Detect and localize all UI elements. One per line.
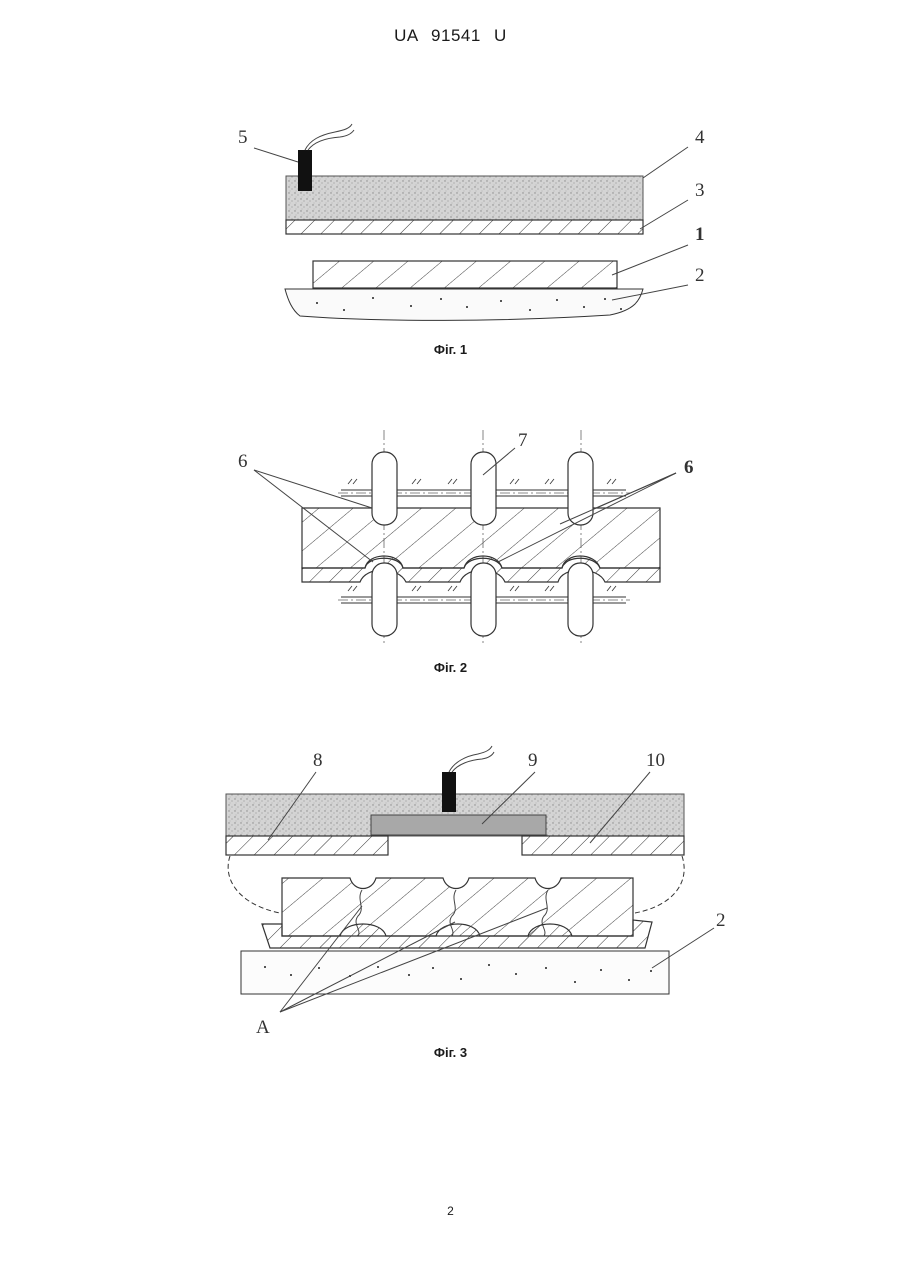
base-2 xyxy=(241,951,669,994)
label-3: 3 xyxy=(695,180,705,201)
layer-3-strip xyxy=(286,220,643,234)
figure-1-caption: Фіг. 1 xyxy=(0,342,901,357)
roller-top-3 xyxy=(568,452,593,525)
label-A: A xyxy=(256,1017,270,1038)
roller-top-1 xyxy=(372,452,397,525)
patent-header: UA 91541 U xyxy=(0,26,901,46)
sensor xyxy=(442,772,456,812)
roller-bot-3 xyxy=(568,563,593,636)
label-6-right: 6 xyxy=(684,457,694,478)
label-4: 4 xyxy=(695,127,705,148)
roller-bot-2 xyxy=(471,563,496,636)
element-9 xyxy=(371,815,546,835)
roller-top-2 xyxy=(471,452,496,525)
roller-bot-1 xyxy=(372,563,397,636)
figure-2-caption: Фіг. 2 xyxy=(0,660,901,675)
page-number: 2 xyxy=(0,1204,901,1218)
figure-2-drawing: 6 7 6 xyxy=(0,425,901,650)
figure-1-drawing: 5 4 3 1 2 xyxy=(0,110,901,340)
strip-8 xyxy=(226,836,388,855)
label-7: 7 xyxy=(518,430,528,451)
part-1-block xyxy=(313,261,617,288)
base-2 xyxy=(285,289,643,320)
layer-4-block xyxy=(286,176,643,220)
label-2: 2 xyxy=(695,265,705,286)
label-10: 10 xyxy=(646,750,665,771)
label-1: 1 xyxy=(695,224,705,245)
label-5: 5 xyxy=(238,127,248,148)
strip-10 xyxy=(522,836,684,855)
sensor-5 xyxy=(298,150,312,191)
figure-3-drawing: 8 9 10 2 A xyxy=(0,740,901,1040)
figure-3-caption: Фіг. 3 xyxy=(0,1045,901,1060)
label-2: 2 xyxy=(716,910,726,931)
label-9: 9 xyxy=(528,750,538,771)
label-6-left: 6 xyxy=(238,451,248,472)
label-8: 8 xyxy=(313,750,323,771)
